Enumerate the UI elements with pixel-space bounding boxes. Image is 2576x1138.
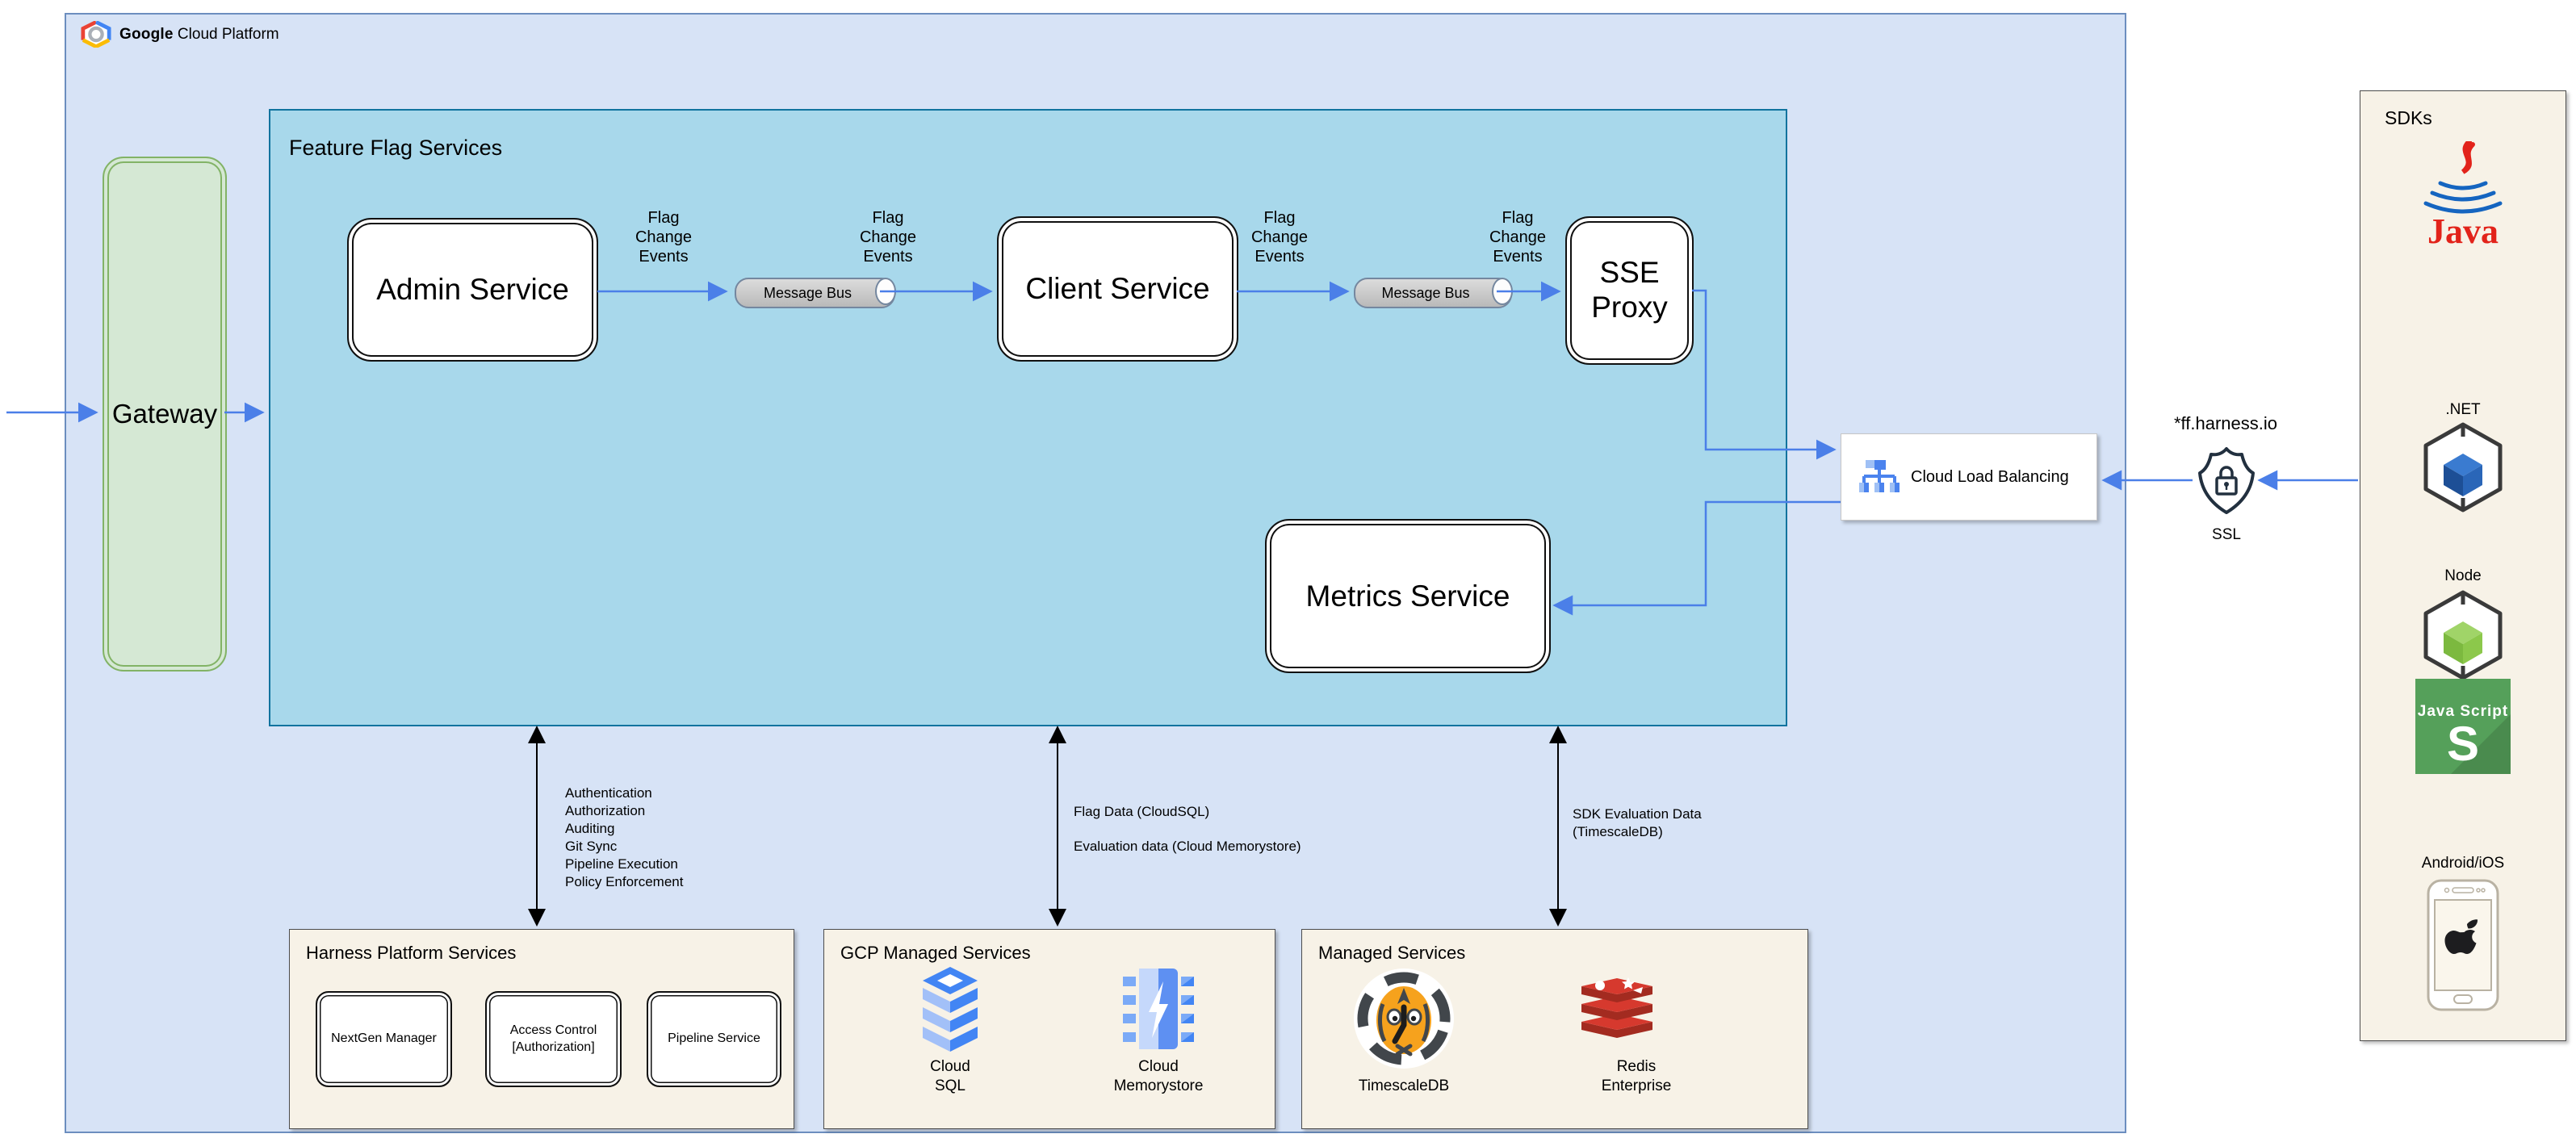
cloud-load-balancing-node: Cloud Load Balancing — [1841, 433, 2097, 521]
gateway-node: Gateway — [103, 157, 227, 672]
pipeline-service-node: Pipeline Service — [647, 991, 781, 1087]
cloud-memorystore-label: Cloud Memorystore — [1113, 1058, 1204, 1094]
managed-services-title: Managed Services — [1318, 943, 1466, 963]
gcp-header: Google Cloud Platform — [81, 21, 279, 48]
metrics-service-label: Metrics Service — [1305, 579, 1510, 613]
client-service-node: Client Service — [997, 216, 1238, 362]
ssl-shield-icon — [2198, 447, 2255, 514]
timescaledb-icon — [1354, 969, 1454, 1069]
java-sdk-icon: Java — [2423, 141, 2503, 248]
access-control-node: Access Control [Authorization] — [485, 991, 622, 1087]
gateway-label: Gateway — [111, 399, 218, 429]
gcp-managed-services-title: GCP Managed Services — [840, 943, 1031, 963]
flag-change-events-label-4: Flag Change Events — [1489, 209, 1547, 266]
gcp-header-label: Google Cloud Platform — [119, 26, 279, 44]
metrics-service-node: Metrics Service — [1265, 519, 1551, 673]
gcp-managed-services-panel: GCP Managed Services Cloud SQL Cloud Mem… — [823, 929, 1275, 1129]
sdks-panel: SDKs Java .NET Node — [2360, 90, 2566, 1041]
load-balancer-icon — [1859, 460, 1900, 492]
java-sdk-label: Java — [2427, 211, 2499, 248]
feature-flag-services-container — [269, 109, 1787, 726]
message-bus-1-label: Message Bus — [763, 284, 852, 301]
client-service-label: Client Service — [1025, 272, 1210, 305]
javascript-shadow — [2451, 714, 2511, 774]
evaluation-data-annotation: Evaluation data (Cloud Memorystore) — [1074, 839, 1301, 854]
node-sdk-icon — [2423, 590, 2503, 680]
sse-proxy-label: SSE Proxy — [1591, 256, 1668, 324]
harness-platform-services-panel: Harness Platform Services NextGen Manage… — [289, 929, 794, 1129]
message-bus-2-label: Message Bus — [1381, 284, 1470, 301]
timescaledb-label: TimescaleDB — [1358, 1077, 1450, 1094]
admin-service-node: Admin Service — [347, 218, 598, 362]
javascript-sdk-icon: Java Script S — [2415, 679, 2511, 774]
flag-change-events-label-1: Flag Change Events — [635, 209, 693, 266]
nextgen-manager-node: NextGen Manager — [316, 991, 452, 1087]
ssl-label: SSL — [2212, 526, 2241, 543]
message-bus-1: Message Bus — [735, 277, 896, 308]
sdk-evaluation-data-annotation: SDK Evaluation Data (TimescaleDB) — [1573, 806, 1702, 839]
gcp-header-bold: Google — [119, 25, 174, 43]
cloud-sql-label: Cloud SQL — [930, 1058, 970, 1094]
admin-service-label: Admin Service — [376, 273, 569, 306]
flag-change-events-label-2: Flag Change Events — [859, 209, 917, 266]
message-bus-2: Message Bus — [1354, 277, 1513, 308]
flag-data-annotation: Flag Data (CloudSQL) — [1074, 804, 1210, 819]
redis-enterprise-label: Redis Enterprise — [1601, 1058, 1672, 1094]
managed-services-panel: Managed Services TimescaleDB — [1301, 929, 1808, 1129]
dotnet-sdk-label: .NET — [2445, 401, 2481, 418]
javascript-sdk-label: Java Script — [2417, 703, 2509, 720]
javascript-s-letter: S — [2446, 717, 2480, 771]
mobile-phone-icon — [2427, 879, 2499, 1011]
mobile-sdk-label: Android/iOS — [2421, 855, 2505, 872]
apple-logo — [2444, 919, 2478, 954]
cloud-sql-icon — [923, 967, 978, 1052]
redis-icon — [1581, 977, 1652, 1038]
flag-change-events-label-3: Flag Change Events — [1250, 209, 1309, 266]
harness-domain-label: *ff.harness.io — [2173, 413, 2277, 433]
dotnet-sdk-icon — [2423, 422, 2503, 513]
platform-capabilities-annotation: Authentication Authorization Auditing Gi… — [565, 785, 684, 889]
cloud-load-balancing-label: Cloud Load Balancing — [1911, 467, 2069, 486]
sdks-title: SDKs — [2385, 107, 2432, 128]
gcp-header-rest: Cloud Platform — [173, 25, 279, 43]
feature-flag-services-title: Feature Flag Services — [289, 136, 503, 160]
sse-proxy-node: SSE Proxy — [1565, 216, 1694, 365]
gcp-logo-icon — [81, 21, 111, 48]
node-sdk-label: Node — [2444, 567, 2482, 584]
cloud-memorystore-icon — [1123, 969, 1194, 1049]
harness-platform-services-title: Harness Platform Services — [306, 943, 517, 963]
